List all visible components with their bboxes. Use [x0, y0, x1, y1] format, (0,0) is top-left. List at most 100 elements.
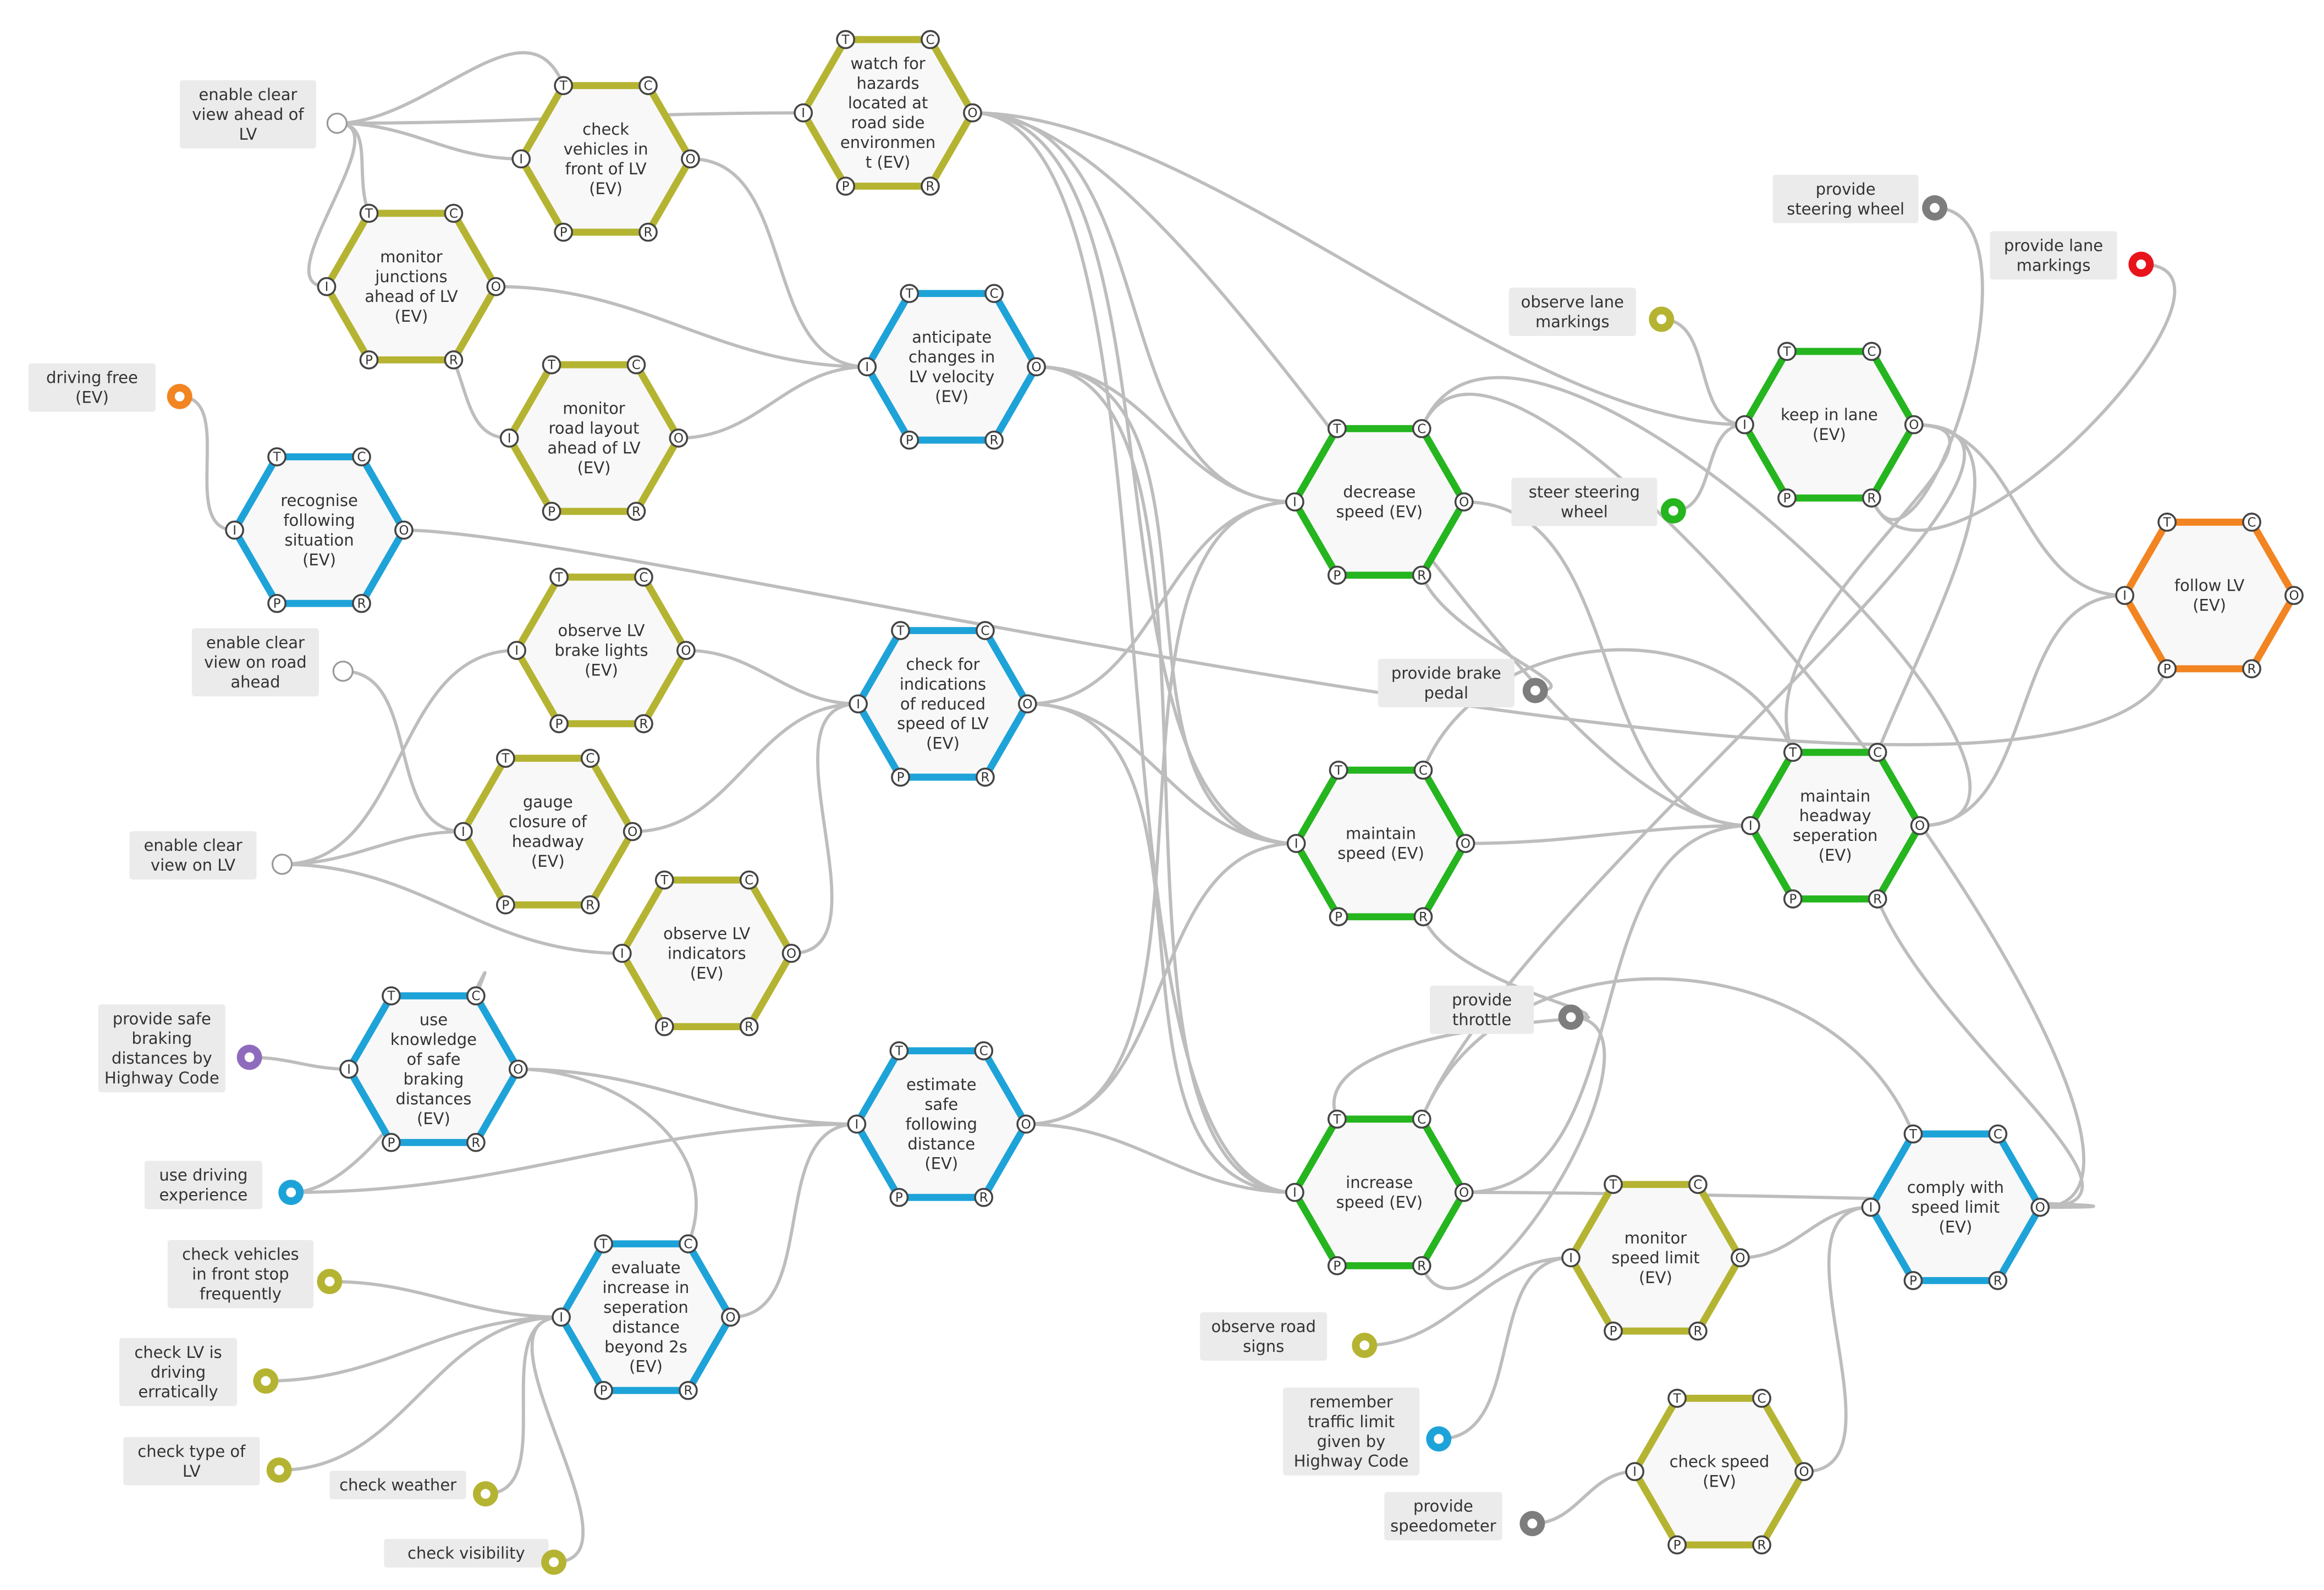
aspect-O[interactable]: O: [963, 103, 982, 123]
aspect-T[interactable]: T: [382, 986, 401, 1006]
input-check_weather[interactable]: check weather: [329, 1470, 498, 1507]
aspect-C[interactable]: C: [976, 621, 995, 640]
aspect-O[interactable]: O: [2284, 586, 2304, 606]
aspect-I[interactable]: I: [1285, 1182, 1304, 1202]
aspect-T[interactable]: T: [267, 447, 287, 466]
aspect-C[interactable]: C: [352, 447, 371, 466]
output-dot[interactable]: [332, 661, 354, 682]
aspect-O[interactable]: O: [681, 149, 700, 169]
aspect-R[interactable]: R: [1413, 907, 1433, 927]
aspect-C[interactable]: C: [1988, 1124, 2008, 1144]
aspect-I[interactable]: I: [499, 428, 519, 448]
aspect-R[interactable]: R: [634, 714, 653, 734]
aspect-O[interactable]: O: [676, 641, 696, 660]
aspect-C[interactable]: C: [921, 30, 940, 49]
aspect-P[interactable]: P: [549, 714, 569, 734]
aspect-C[interactable]: C: [974, 1041, 994, 1060]
aspect-O[interactable]: O: [2030, 1197, 2050, 1217]
aspect-I[interactable]: I: [2115, 586, 2135, 606]
aspect-O[interactable]: O: [1454, 492, 1474, 511]
aspect-T[interactable]: T: [1667, 1389, 1687, 1408]
aspect-P[interactable]: P: [382, 1132, 401, 1152]
aspect-I[interactable]: I: [1286, 834, 1306, 853]
aspect-T[interactable]: T: [554, 76, 574, 95]
aspect-I[interactable]: I: [849, 694, 868, 714]
aspect-T[interactable]: T: [900, 284, 919, 303]
aspect-C[interactable]: C: [1412, 419, 1431, 438]
aspect-I[interactable]: I: [225, 520, 244, 540]
aspect-I[interactable]: I: [511, 149, 531, 169]
aspect-I[interactable]: I: [857, 357, 877, 377]
aspect-P[interactable]: P: [2157, 659, 2177, 679]
aspect-R[interactable]: R: [2242, 659, 2261, 679]
aspect-T[interactable]: T: [542, 355, 561, 375]
aspect-O[interactable]: O: [1018, 694, 1037, 714]
aspect-R[interactable]: R: [638, 222, 658, 242]
aspect-T[interactable]: T: [1327, 419, 1347, 438]
aspect-P[interactable]: P: [542, 502, 561, 521]
aspect-C[interactable]: C: [1413, 760, 1433, 780]
aspect-O[interactable]: O: [1904, 415, 1924, 434]
aspect-I[interactable]: I: [552, 1307, 571, 1327]
aspect-R[interactable]: R: [1752, 1535, 1771, 1555]
output-dot[interactable]: [271, 854, 293, 875]
aspect-C[interactable]: C: [626, 355, 646, 375]
aspect-C[interactable]: C: [444, 203, 464, 223]
aspect-T[interactable]: T: [1327, 1109, 1347, 1129]
aspect-P[interactable]: P: [836, 177, 856, 196]
aspect-R[interactable]: R: [1412, 565, 1431, 585]
aspect-I[interactable]: I: [454, 822, 473, 841]
aspect-O[interactable]: O: [1016, 1114, 1036, 1134]
aspect-I[interactable]: I: [339, 1059, 359, 1079]
aspect-C[interactable]: C: [679, 1234, 698, 1253]
aspect-T[interactable]: T: [359, 203, 379, 223]
aspect-C[interactable]: C: [580, 749, 600, 768]
aspect-R[interactable]: R: [984, 430, 1004, 450]
aspect-C[interactable]: C: [638, 76, 658, 95]
aspect-R[interactable]: R: [1412, 1256, 1431, 1275]
aspect-T[interactable]: T: [495, 749, 515, 768]
aspect-R[interactable]: R: [626, 502, 646, 521]
aspect-O[interactable]: O: [1794, 1462, 1814, 1482]
aspect-O[interactable]: O: [623, 822, 642, 841]
aspect-P[interactable]: P: [1903, 1271, 1923, 1290]
aspect-P[interactable]: P: [1777, 488, 1797, 508]
aspect-R[interactable]: R: [352, 593, 371, 613]
aspect-P[interactable]: P: [1604, 1321, 1623, 1341]
aspect-R[interactable]: R: [444, 350, 464, 370]
aspect-O[interactable]: O: [1910, 816, 1930, 835]
aspect-P[interactable]: P: [554, 222, 574, 242]
aspect-C[interactable]: C: [466, 986, 486, 1006]
aspect-T[interactable]: T: [889, 1041, 909, 1060]
aspect-I[interactable]: I: [612, 944, 632, 963]
aspect-C[interactable]: C: [1862, 342, 1881, 361]
aspect-P[interactable]: P: [267, 593, 287, 613]
aspect-O[interactable]: O: [781, 944, 801, 963]
aspect-O[interactable]: O: [1456, 834, 1475, 853]
aspect-T[interactable]: T: [654, 870, 674, 890]
aspect-T[interactable]: T: [1903, 1124, 1923, 1144]
input-check_visibility[interactable]: check visibility: [384, 1539, 567, 1575]
aspect-O[interactable]: O: [1027, 357, 1046, 377]
aspect-C[interactable]: C: [984, 284, 1004, 303]
aspect-P[interactable]: P: [1783, 889, 1803, 909]
aspect-R[interactable]: R: [739, 1017, 759, 1037]
